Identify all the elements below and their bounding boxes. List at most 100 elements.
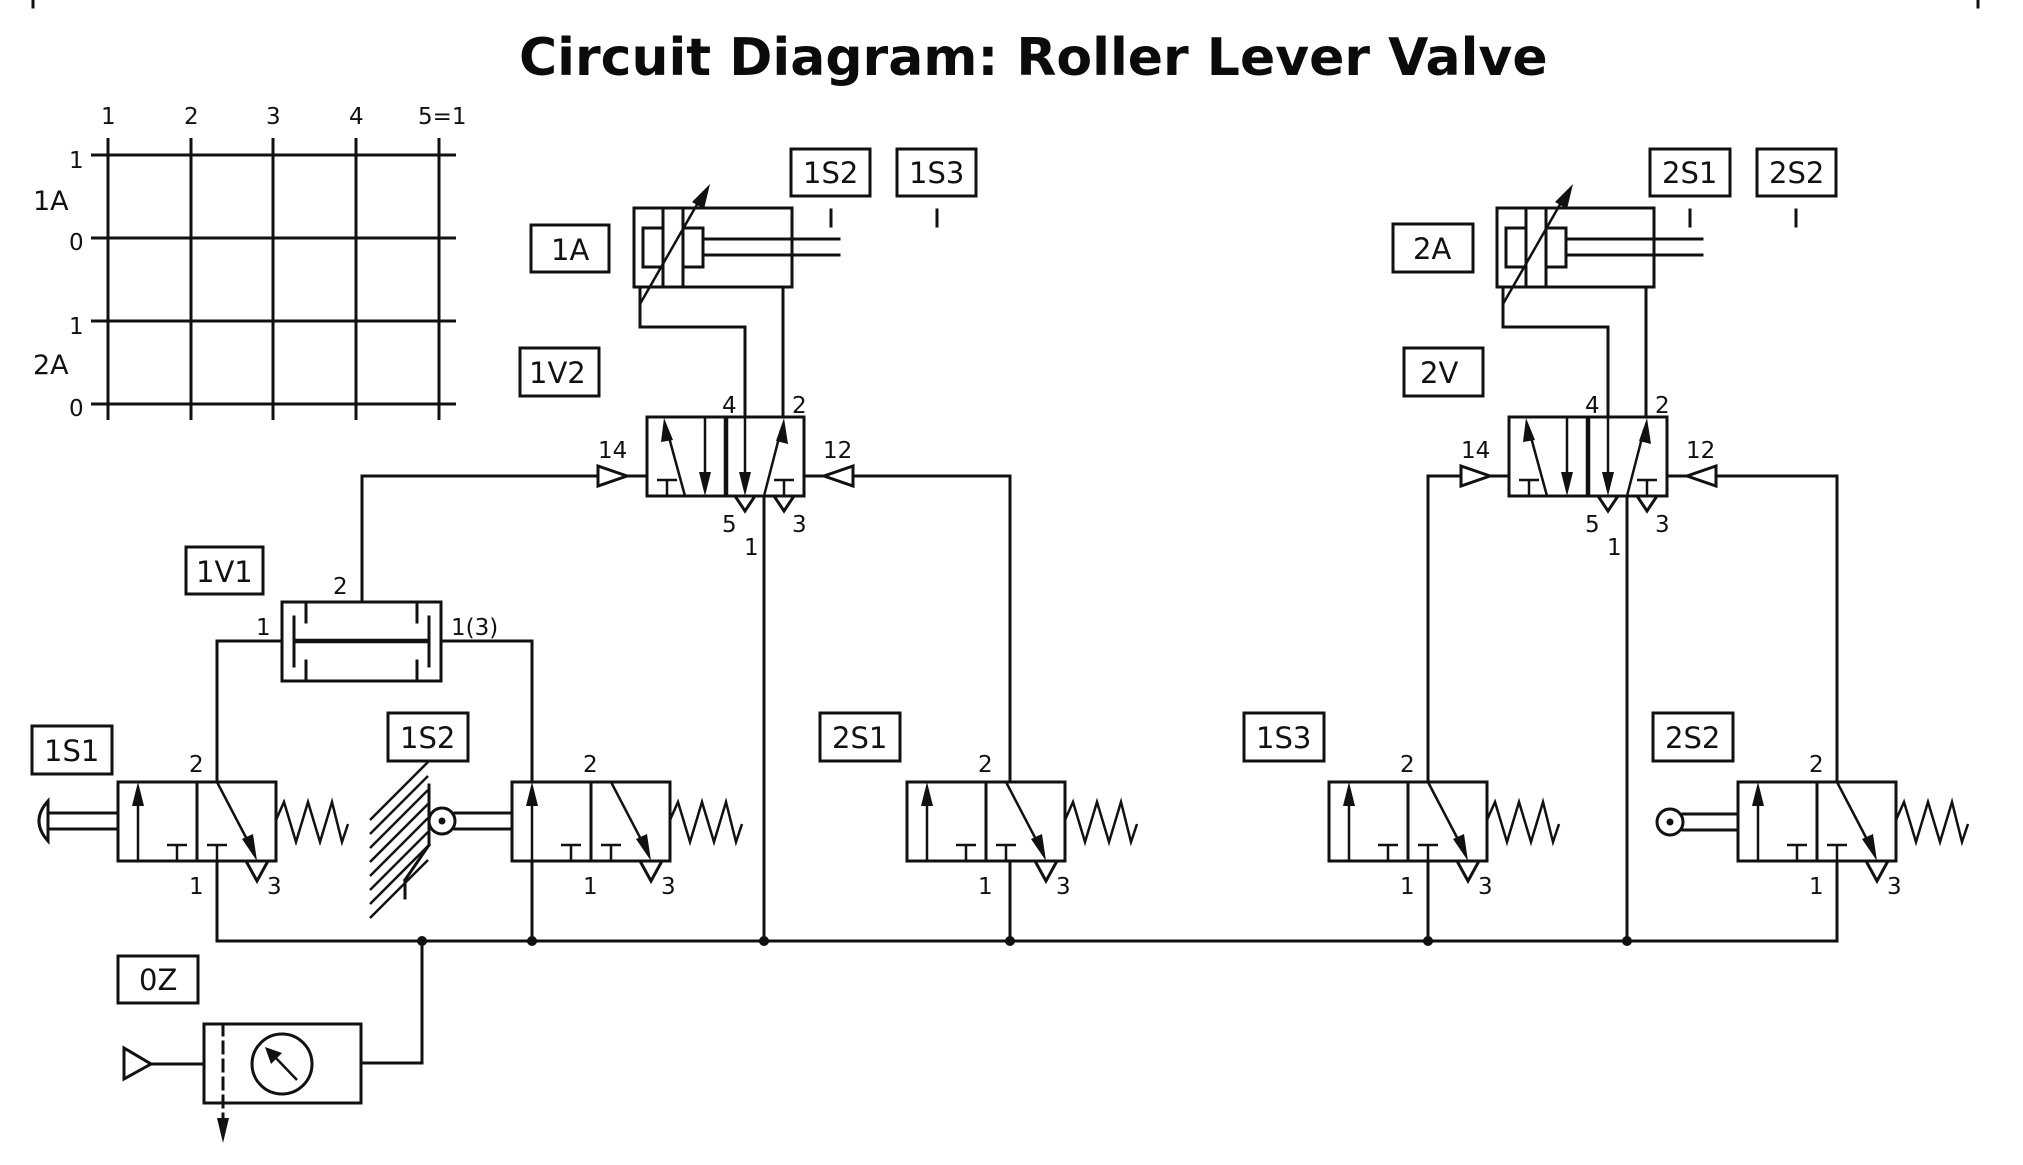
pressure-source-icon	[122, 1045, 155, 1082]
main-supply-line	[215, 859, 1839, 943]
port-label: 2	[189, 752, 204, 778]
exhaust-icon	[732, 494, 758, 514]
tag-label: 1S1	[44, 734, 99, 768]
cylinder-1a[interactable]: 1A	[529, 184, 841, 305]
port-label: 1	[189, 874, 204, 900]
pilot-12-icon	[819, 463, 855, 489]
arrow-head-icon	[242, 834, 257, 861]
port-label: 1	[583, 874, 598, 900]
port-label: 3	[792, 512, 807, 538]
junction-dot	[1423, 936, 1433, 946]
pilot-line-14-2v	[1426, 474, 1463, 783]
junction-dot	[527, 936, 537, 946]
step-row-actuator: 1A	[33, 186, 69, 217]
port-label: 14	[1461, 438, 1490, 464]
pilot-12-icon	[1682, 463, 1718, 489]
spring-icon	[1485, 797, 1561, 847]
port-label: 3	[1655, 512, 1670, 538]
arrow-head-icon	[739, 472, 751, 496]
adjustable-cushion-arrow	[638, 193, 705, 305]
roller-pin-icon	[438, 817, 446, 825]
tag-label: 2A	[1413, 232, 1451, 266]
port-label: 2	[1655, 393, 1670, 419]
tag-box	[518, 346, 601, 398]
arrow-head-icon	[1031, 834, 1046, 861]
flow-line	[665, 429, 687, 497]
tag-label: 1S2	[803, 156, 858, 190]
port-label: 14	[598, 438, 627, 464]
cylinder-body	[1495, 206, 1656, 289]
port-label: 3	[661, 874, 676, 900]
valve-1v2[interactable]: 1V2 4 2 14 12 5 3 1	[518, 346, 855, 561]
tag-box	[1391, 222, 1475, 274]
arrow-head-icon	[1453, 834, 1468, 861]
cam-hatching-icon	[369, 761, 429, 919]
port-label: 1	[978, 874, 993, 900]
port-label: 12	[823, 438, 852, 464]
port-label: 4	[722, 393, 737, 419]
arrow-head-icon	[265, 1047, 282, 1064]
tag-label: 2S1	[1662, 156, 1717, 190]
exhaust-icon	[1634, 494, 1660, 514]
adjustable-cushion-arrow	[1501, 193, 1568, 305]
port-label: 3	[1478, 874, 1493, 900]
tag-label: 1S3	[909, 156, 964, 190]
gauge-needle	[273, 1055, 298, 1081]
arrow-head-icon	[692, 184, 710, 209]
tag-label: 2S2	[1769, 156, 1824, 190]
roller-lever-actuator-1s2[interactable]	[369, 761, 514, 919]
port-label: 3	[267, 874, 282, 900]
arrow-head-icon	[1752, 782, 1764, 806]
tag-label: 1A	[551, 233, 589, 267]
tag-box	[184, 545, 265, 596]
arrow-head-icon	[661, 418, 673, 442]
tag-box	[895, 147, 978, 198]
pilot-14-icon	[596, 463, 632, 489]
exhaust-icon	[1454, 859, 1482, 885]
pilot-line-12-1v2	[851, 474, 1012, 783]
arrow-head-icon	[1862, 834, 1877, 861]
cylinder-2a[interactable]: 2A	[1391, 184, 1704, 305]
port-label: 1	[744, 535, 759, 561]
exhaust-icon	[1863, 859, 1891, 885]
port-label: 1	[1607, 535, 1622, 561]
position-marker-1s2: 1S2	[789, 147, 872, 228]
arrow-head-icon	[1523, 418, 1535, 442]
arrow-head-icon	[921, 782, 933, 806]
port-label: 5	[1585, 512, 1600, 538]
page-title: Circuit Diagram: Roller Lever Valve	[519, 28, 1548, 88]
port-label: 1(3)	[451, 615, 498, 641]
step-column-label: 5=1	[418, 104, 467, 130]
port-label: 4	[1585, 393, 1600, 419]
tag-box	[386, 711, 470, 763]
step-column-label: 1	[101, 104, 116, 130]
service-unit-0z[interactable]: 0Z	[116, 939, 424, 1143]
position-marker-2s1: 2S1	[1648, 147, 1732, 228]
port-label: 2	[333, 574, 348, 600]
roller-lever-actuator-2s2[interactable]	[1655, 807, 1740, 837]
junction-dot	[1005, 936, 1015, 946]
shuttle-valve-1v1[interactable]: 1V1 2 1 1(3)	[184, 545, 498, 683]
valve-2v[interactable]: 2V 4 2 14 12 5 3 1	[1402, 346, 1718, 561]
tag-box	[1242, 711, 1326, 763]
step-row-actuator: 2A	[33, 350, 69, 381]
valve-1s1[interactable]: 1S1 2 1 3	[30, 724, 350, 900]
line-2a-port-a	[1501, 285, 1610, 419]
tag-box	[789, 147, 872, 198]
arrow-head-icon	[1555, 184, 1573, 209]
arrow-head-icon	[1343, 782, 1355, 806]
pushbutton-actuator-1s1[interactable]	[37, 797, 120, 845]
port-label: 12	[1686, 438, 1715, 464]
arrow-head-icon	[526, 782, 538, 806]
step-row-bottom-value: 0	[69, 396, 84, 422]
arrow-head-icon	[1602, 472, 1614, 496]
hatch-line	[369, 845, 429, 905]
position-marker-2s2: 2S2	[1755, 147, 1838, 228]
line-1s2-to-shuttle	[439, 639, 534, 784]
tag-label: 1V2	[529, 356, 586, 390]
